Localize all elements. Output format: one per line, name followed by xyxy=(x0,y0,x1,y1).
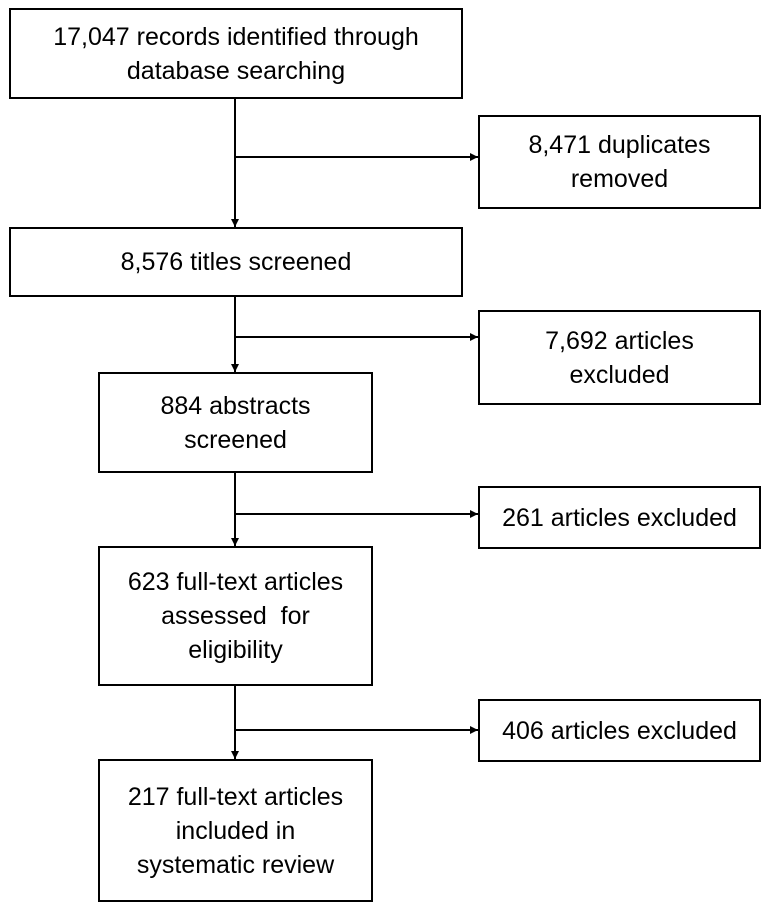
box-line: excluded xyxy=(569,360,670,389)
abstracts-excluded-box: 261 articles excluded xyxy=(478,486,761,549)
box-line: included in xyxy=(175,816,296,845)
box-line: 623 full-text articles xyxy=(127,568,344,596)
box-line: 261 articles excluded xyxy=(502,503,737,532)
box-line: systematic review xyxy=(136,850,335,879)
box-line: 8,471 duplicates xyxy=(528,131,711,159)
box-line: 17,047 records identified through xyxy=(53,22,419,51)
box-line: assessed for xyxy=(161,602,310,630)
box-line: 8,576 titles screened xyxy=(120,248,352,276)
box-line: screened xyxy=(184,425,287,454)
fulltext-included-box: 217 full-text articles included in syste… xyxy=(98,759,373,902)
abstracts-screened-box: 884 abstracts screened xyxy=(98,372,373,473)
box-line: database searching xyxy=(126,56,346,85)
box-line: removed xyxy=(570,165,669,193)
records-identified-box: 17,047 records identified through databa… xyxy=(9,8,463,99)
titles-excluded-box: 7,692 articles excluded xyxy=(478,310,761,405)
box-line: 406 articles excluded xyxy=(502,716,737,745)
box-line: eligibility xyxy=(188,636,283,664)
box-line: 217 full-text articles xyxy=(127,782,344,811)
fulltext-assessed-box: 623 full-text articles assessed for elig… xyxy=(98,546,373,686)
fulltext-excluded-box: 406 articles excluded xyxy=(478,699,761,762)
titles-screened-box: 8,576 titles screened xyxy=(9,227,463,297)
box-line: 7,692 articles xyxy=(545,326,694,355)
box-line: 884 abstracts xyxy=(160,391,311,420)
duplicates-removed-box: 8,471 duplicates removed xyxy=(478,115,761,209)
